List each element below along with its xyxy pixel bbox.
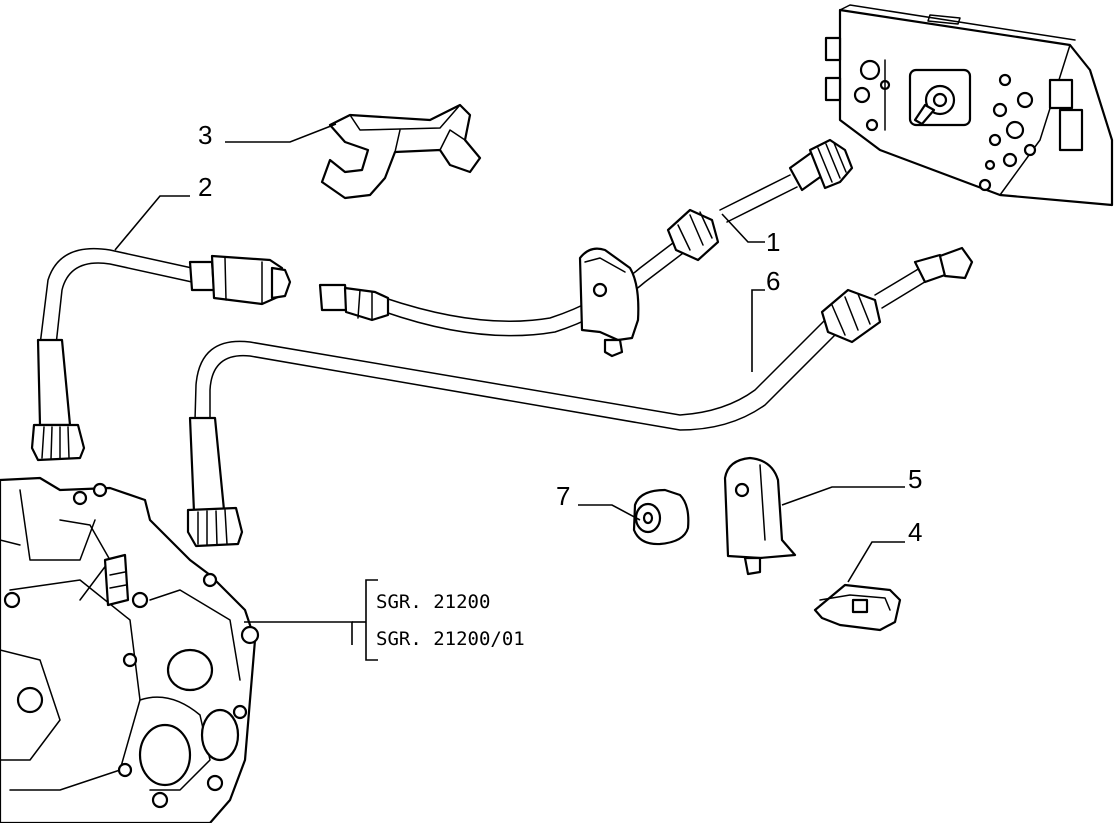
reference-sgr-21200-01: SGR. 21200/01 [376, 628, 525, 650]
spring-clip-part-4 [813, 583, 902, 632]
cable-part-2 [30, 247, 292, 462]
cable-clip-part-3 [320, 103, 482, 200]
gearbox-assembly [0, 476, 260, 823]
rubber-bush-part-7 [632, 488, 690, 546]
reference-sgr-21200: SGR. 21200 [376, 591, 490, 613]
reference-labels: SGR. 21200 SGR. 21200/01 [376, 591, 525, 650]
cable-part-1 [318, 138, 854, 358]
instrument-cluster [824, 4, 1114, 207]
callout-1: 1 [766, 227, 780, 257]
leader-lines [114, 123, 905, 661]
callout-6: 6 [766, 266, 780, 296]
callout-7: 7 [556, 481, 570, 511]
callout-5: 5 [908, 464, 922, 494]
callout-3: 3 [198, 120, 212, 150]
protective-boot-part-5 [723, 456, 797, 576]
callout-4: 4 [908, 517, 922, 547]
cable-part-6 [186, 246, 974, 548]
callout-2: 2 [198, 172, 212, 202]
callout-labels: 1 2 3 4 5 6 7 [198, 120, 922, 547]
